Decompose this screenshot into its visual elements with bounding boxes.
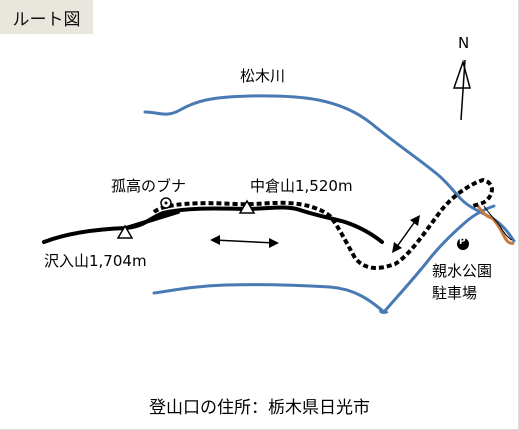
river-lower [152,204,496,315]
road-brown [476,205,515,245]
route-solid-ridge [42,205,384,244]
river-label: 松木川 [240,67,286,85]
parking-icon [457,238,469,250]
beech-label: 孤高のブナ [111,177,187,195]
north-arrow-icon [452,59,471,121]
road-brown-2 [483,205,513,241]
double-arrow-icon-2 [392,215,420,253]
route-solid-spur [124,210,180,230]
stream-branch [379,309,389,314]
park-label: 親水公園 [432,262,493,280]
double-arrow-icon [210,235,279,248]
summit-triangle-icon [116,224,134,239]
nakakura-label: 中倉山1,520m [250,177,353,195]
parking-letter: P [459,237,466,247]
map-title: ルート図 [0,0,93,34]
north-label: N [458,34,470,52]
route-dotted [152,177,494,270]
trailhead-address: 登山口の住所：栃木県日光市 [149,398,370,418]
parking-lot-label: 駐車場 [432,284,478,302]
sawairi-label: 沢入山1,704m [44,252,147,270]
summit-triangle-icon-2 [238,199,256,214]
